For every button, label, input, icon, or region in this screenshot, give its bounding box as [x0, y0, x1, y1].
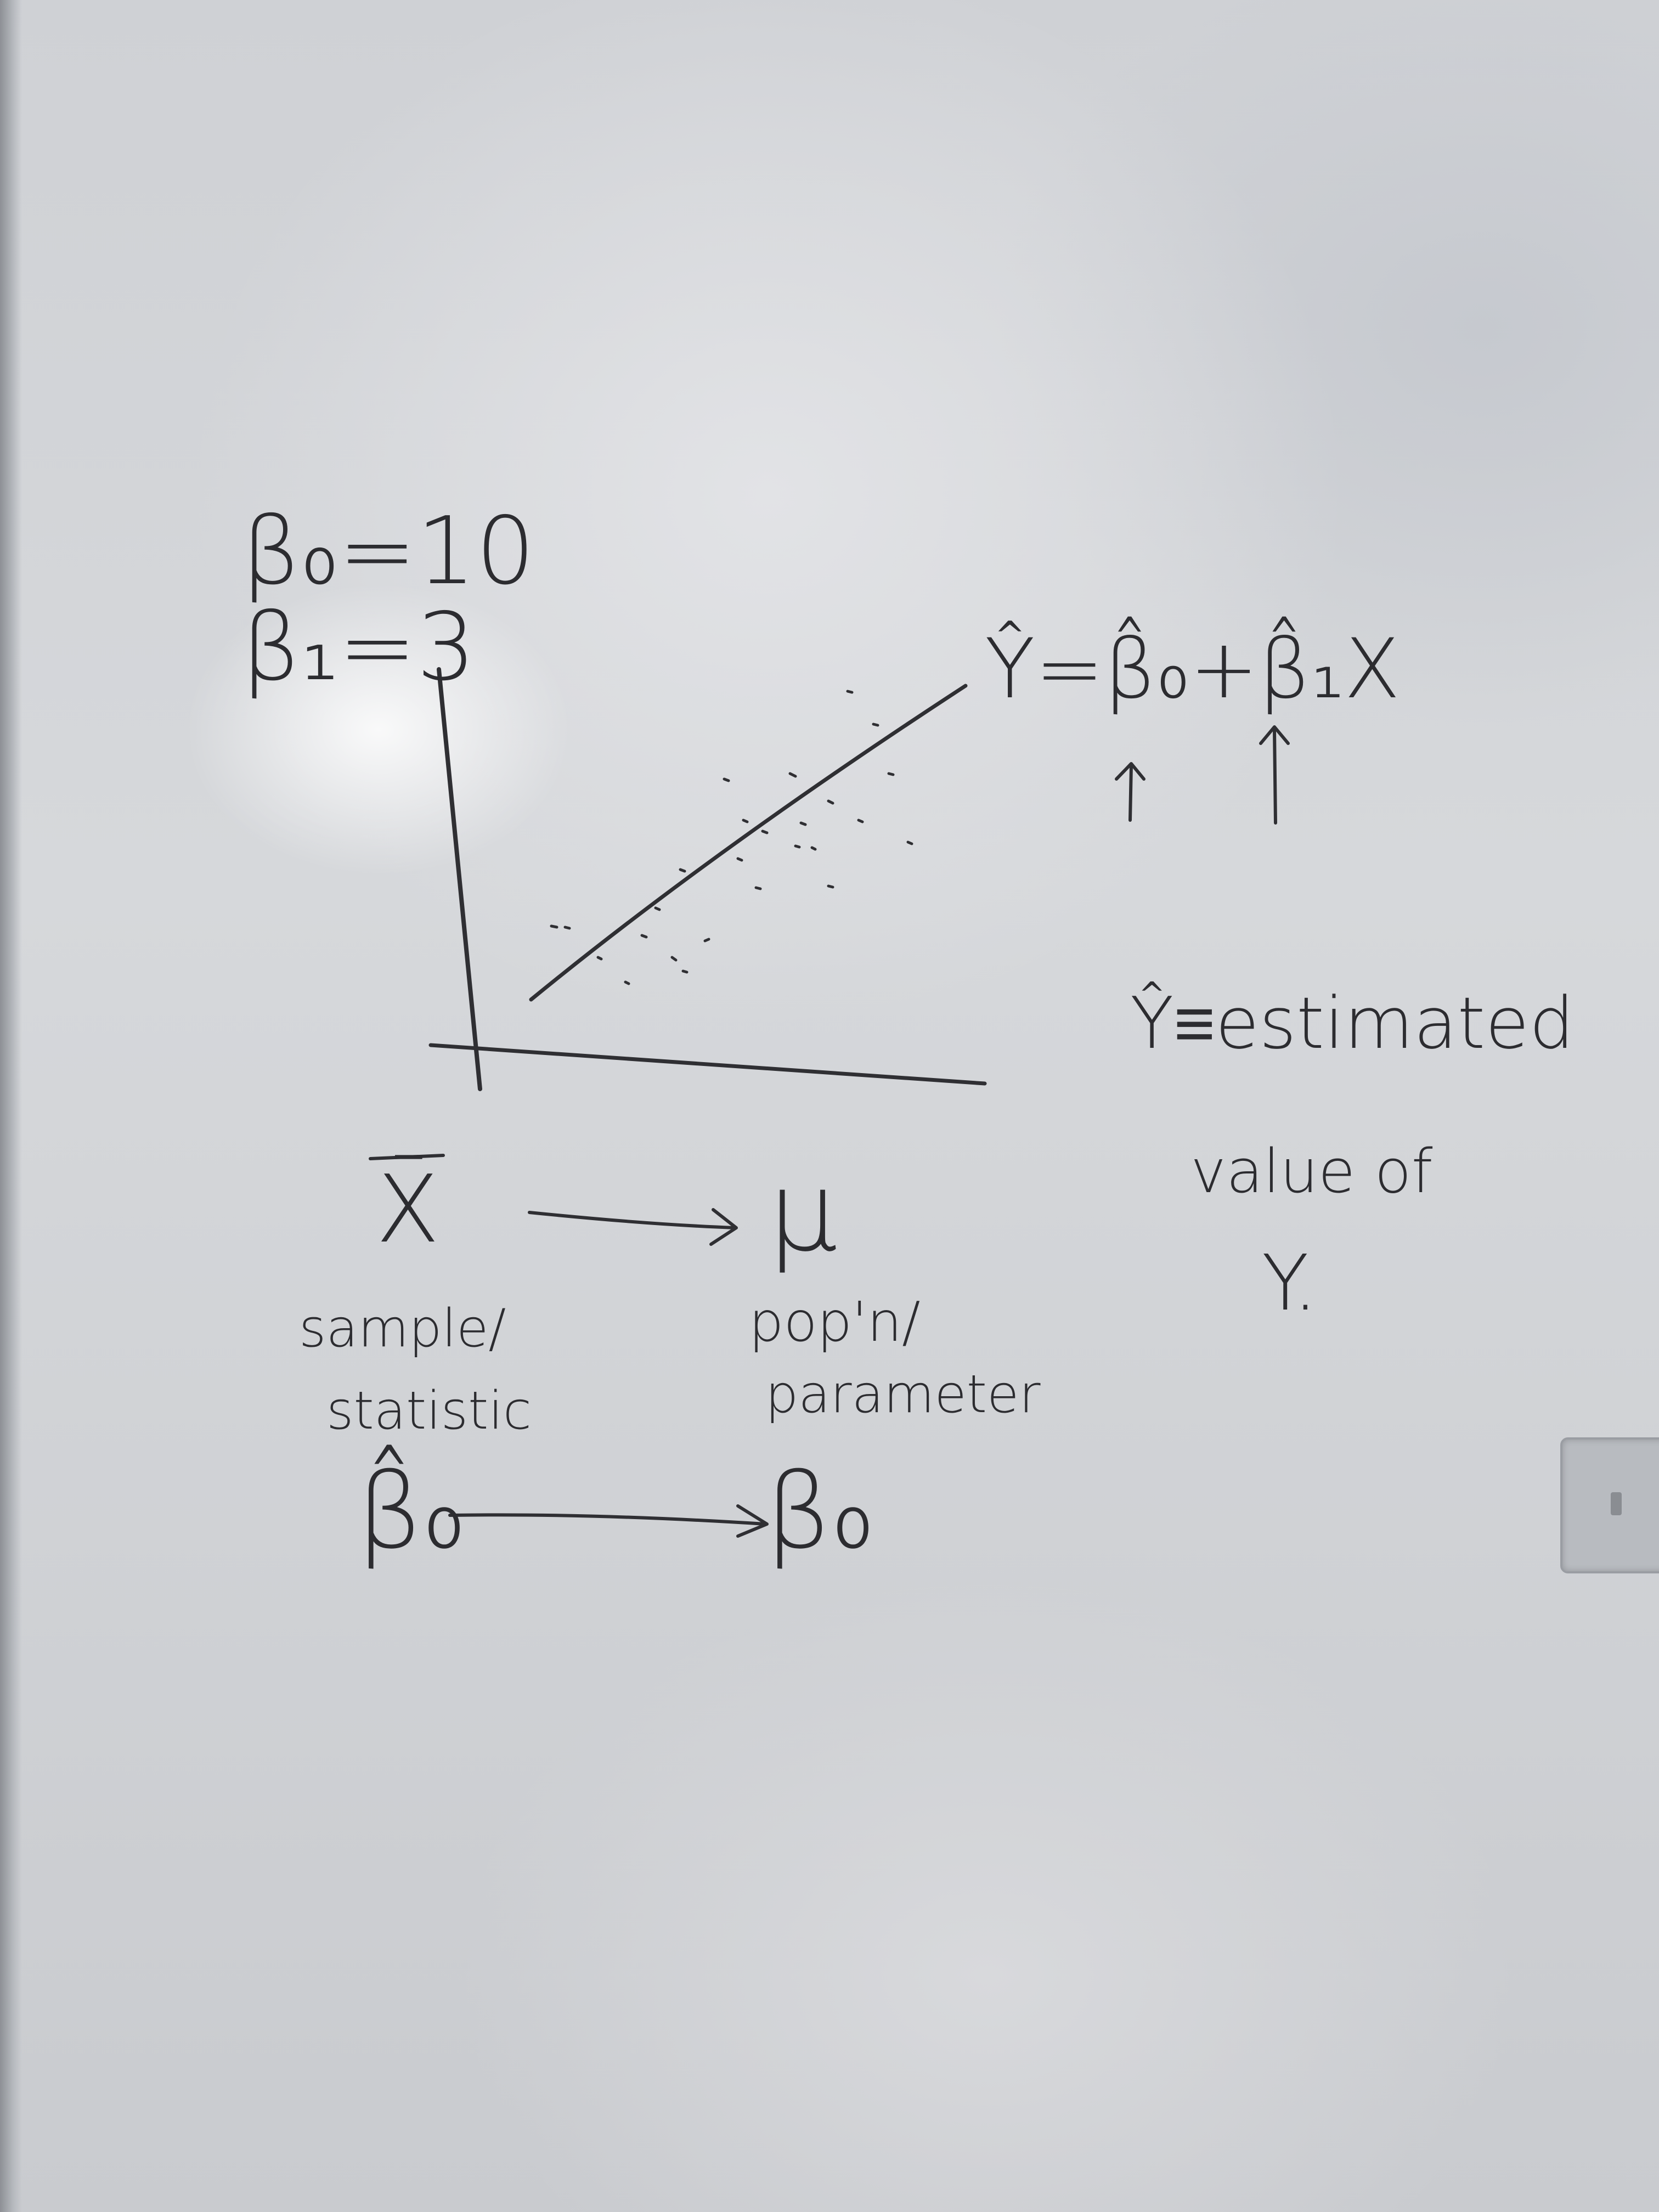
arrow-xbar-to-mu [528, 1208, 738, 1246]
yhat-definition-line3: Y. [1262, 1239, 1318, 1328]
regression-line [529, 684, 968, 1002]
beta0-symbol: β₀ [765, 1451, 874, 1572]
beta1-given-value: β₁=3 [241, 593, 476, 702]
up-arrow-beta0-hat [1115, 762, 1146, 822]
mu-symbol: μ [768, 1148, 838, 1276]
arrow-beta0hat-to-beta0 [448, 1504, 769, 1538]
beta0-hat-symbol: β̂₀ [357, 1451, 465, 1572]
regression-equation: Ŷ=β̂₀+β̂₁X [985, 622, 1401, 717]
xbar-overline [369, 1154, 445, 1160]
light-switch-plate [1560, 1437, 1659, 1573]
up-arrow-beta1-hat [1259, 725, 1290, 825]
x-axis-line [428, 1043, 987, 1086]
sample-label-line1: sample/ [299, 1299, 506, 1359]
yhat-definition-line1: Ŷ≡estimated [1130, 981, 1575, 1065]
beta0-given-value: β₀=10 [241, 497, 535, 606]
xbar-symbol: X̄ [376, 1155, 440, 1264]
scatter-points [550, 690, 913, 985]
y-axis-line [437, 667, 482, 1091]
light-switch-toggle [1611, 1492, 1622, 1515]
pop-label-line2: parameter [765, 1364, 1041, 1425]
sample-label-line2: statistic [326, 1381, 532, 1441]
yhat-definition-line2: value of [1190, 1136, 1433, 1206]
pop-label-line1: pop'n/ [749, 1290, 921, 1354]
whiteboard-frame-edge [0, 0, 22, 2212]
